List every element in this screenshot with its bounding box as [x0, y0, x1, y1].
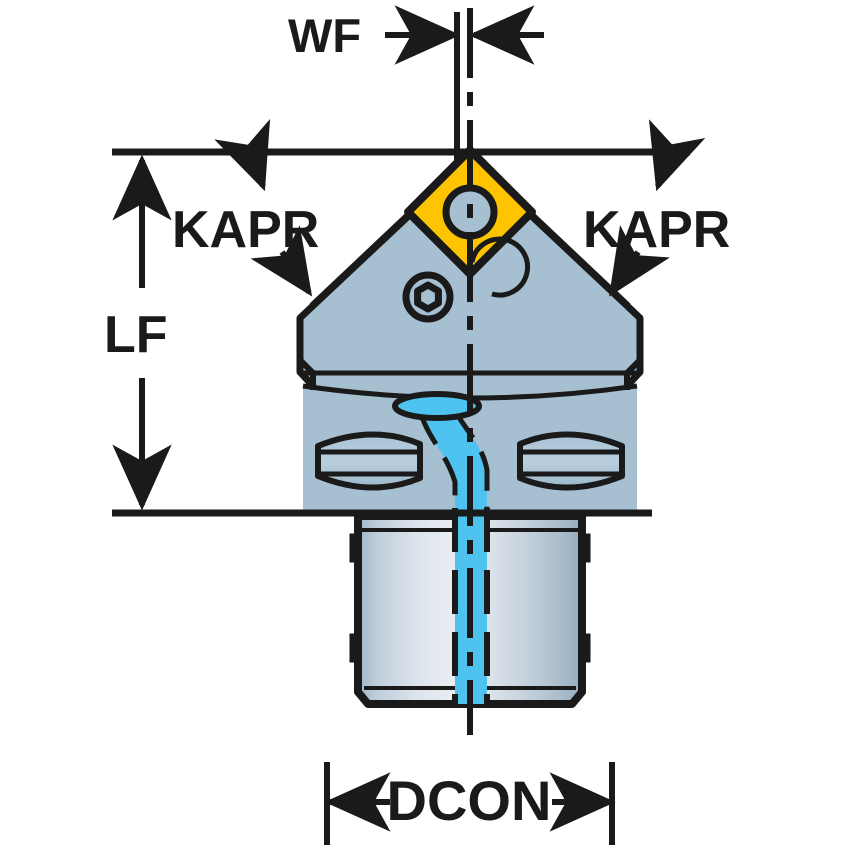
insert-seat-arc — [469, 236, 531, 298]
coolant-outlet-port — [392, 391, 482, 421]
tool-assembly — [296, 146, 644, 708]
dcon-label: DCON — [387, 769, 552, 832]
wf-label: WF — [288, 9, 361, 62]
side-pocket-right — [517, 431, 625, 491]
kapr-right-label: KAPR — [583, 201, 730, 259]
kapr-right-leader-lower — [609, 225, 670, 297]
kapr-left-leader-upper — [214, 118, 271, 192]
shank-right-key-notch-lower — [582, 633, 591, 663]
right-chamfer-notch — [624, 357, 643, 390]
shank-left-key-notch — [349, 533, 358, 563]
kapr-left-leader-lower — [250, 225, 313, 297]
left-chamfer-notch — [297, 357, 316, 390]
shank-right-key-notch — [582, 533, 591, 563]
lf-label: LF — [104, 306, 168, 364]
kapr-left-label: KAPR — [172, 201, 319, 259]
clamp-screw-hex-socket-icon — [414, 281, 442, 313]
side-pocket-left — [315, 431, 423, 491]
kapr-right-leader-upper — [648, 119, 706, 192]
dimension-layer: WF LF KAPR KAPR — [104, 5, 730, 845]
shank-left-key-notch-lower — [349, 633, 358, 663]
